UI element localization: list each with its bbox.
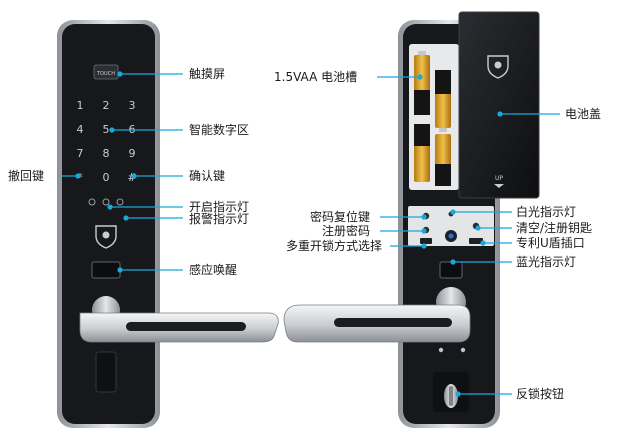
indicator-dot-left (88, 198, 96, 206)
label-unlock-light: 开启指示灯 (189, 200, 250, 214)
front-handle[interactable] (79, 312, 279, 343)
key-3[interactable]: 3 (129, 99, 136, 112)
wake-sensor[interactable] (91, 261, 121, 279)
battery-bottom-right (435, 134, 451, 186)
key-8[interactable]: 8 (103, 147, 110, 160)
label-white-light: 白光指示灯 (516, 205, 577, 219)
battery-top-right (435, 70, 451, 132)
label-blue-light: 蓝光指示灯 (516, 255, 577, 269)
battery-cover[interactable]: UP (458, 11, 540, 199)
cover-up-text: UP (495, 175, 503, 182)
label-register-code: 注册密码 (322, 224, 371, 238)
key-5[interactable]: 5 (103, 123, 110, 136)
key-star[interactable]: * (77, 171, 83, 184)
label-alarm-light: 报警指示灯 (189, 212, 250, 226)
label-smart-keypad: 智能数字区 (189, 123, 250, 137)
label-multi-mode: 多重开锁方式选择 (286, 239, 383, 253)
touch-label: TOUCH (96, 71, 115, 77)
leader-lines (62, 71, 560, 397)
label-clear-register-key: 清空/注册钥匙 (516, 221, 593, 235)
deadlock-knob[interactable] (444, 384, 458, 408)
label-confirm-key: 确认键 (189, 169, 226, 183)
key-9[interactable]: 9 (129, 147, 136, 160)
label-reset-key: 密码复位键 (310, 210, 371, 224)
shield-logo-icon (95, 225, 117, 249)
key-0[interactable]: 0 (103, 171, 110, 184)
front-panel: TOUCH 1 2 3 4 5 6 7 8 9 * 0 # (57, 20, 160, 428)
label-touchscreen: 触摸屏 (189, 67, 226, 81)
battery-bottom-left (414, 124, 430, 182)
label-sensor-wake: 感应唤醒 (189, 263, 238, 277)
key-2[interactable]: 2 (103, 99, 110, 112)
indicator-dot-right (116, 198, 124, 206)
label-deadlock-button: 反锁按钮 (516, 387, 565, 401)
key-4[interactable]: 4 (77, 123, 84, 136)
label-u-disk-port: 专利U盾插口 (516, 236, 585, 250)
key-7[interactable]: 7 (77, 147, 84, 160)
label-backspace-key: 撤回键 (8, 169, 45, 183)
indicator-dot-mid (102, 198, 110, 206)
back-handle[interactable] (283, 304, 471, 343)
label-battery-slot: 1.5VAA 电池槽 (274, 70, 358, 84)
u-disk-port[interactable] (469, 238, 483, 244)
touchscreen-pad[interactable] (93, 64, 119, 80)
back-panel: UP (398, 11, 540, 428)
key-1[interactable]: 1 (77, 99, 84, 112)
battery-top-left (414, 51, 430, 115)
control-plate (408, 206, 494, 246)
mode-switch[interactable] (420, 238, 432, 244)
label-battery-cover: 电池盖 (565, 107, 602, 121)
